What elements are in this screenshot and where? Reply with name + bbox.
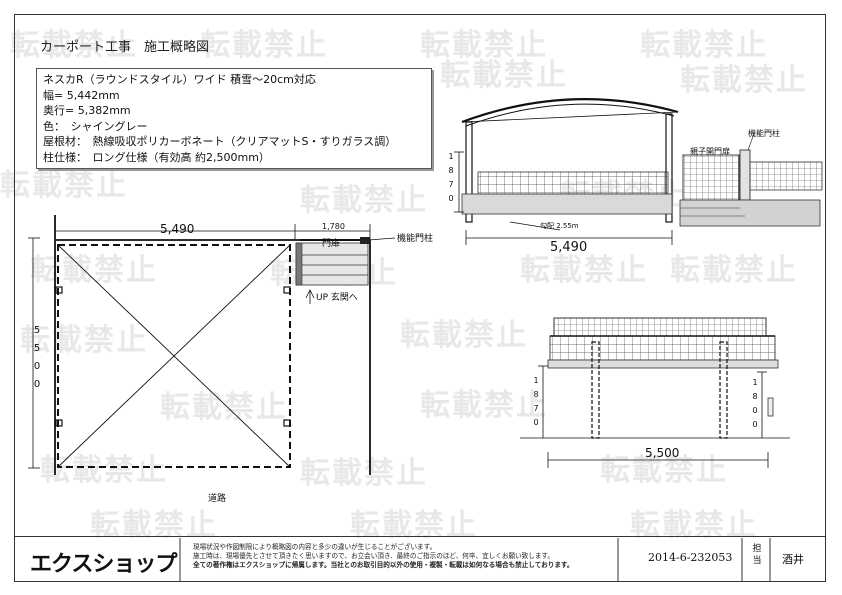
document-number: 2014-6-232053	[648, 551, 733, 564]
pillar-mark	[360, 237, 370, 244]
up-arrow-icon	[305, 289, 315, 304]
side-height-dimension: 1870	[448, 152, 454, 203]
person-in-charge-label: 担当	[752, 544, 762, 566]
footer-notes: 現場状況や作図制限により概略図の内容と多少の違いが生じることがございます。 施工…	[193, 543, 613, 570]
plan-width-dimension: 5,490	[160, 222, 195, 236]
spec-line-depth: 奥行= 5,382mm	[43, 104, 131, 117]
footer-note: 施工時は、現場優先とさせて頂きたく思いますので、お立会い頂き、最終のご指示のほど…	[193, 552, 554, 560]
side-width-dimension: 5,490	[550, 240, 588, 255]
gate-label: 門扉	[322, 239, 341, 249]
spec-line-pillar: 柱仕様： ロング仕様（有効高 約2,500mm）	[43, 150, 270, 164]
spec-line-width: 幅= 5,442mm	[43, 88, 120, 102]
front-width-dimension: 5,500	[645, 446, 680, 460]
side-pillar-label: 機能門柱	[748, 129, 780, 138]
spec-line-color: 色： シャイングレー	[43, 119, 148, 133]
spec-line-roof: 屋根材： 熱線吸収ポリカーボネート（クリアマットS・すりガラス調）	[43, 135, 397, 148]
front-view	[520, 317, 790, 468]
front-height-right-dimension: 1800	[752, 378, 758, 429]
side-gate-label: 親子開門扉	[690, 147, 730, 156]
title-block	[14, 536, 826, 582]
plan-gate-dimension: 1,780	[322, 222, 345, 231]
plan-view	[28, 215, 396, 475]
entrance-steps	[295, 242, 369, 286]
footer-note: 現場状況や作図制限により概略図の内容と多少の違いが生じることがございます。	[193, 543, 437, 551]
pillar-label: 機能門柱	[397, 234, 434, 244]
road-label: 道路	[208, 494, 227, 504]
spec-box: ネスカR（ラウンドスタイル）ワイド 積雪～20cm対応 幅= 5,442mm 奥…	[36, 68, 432, 169]
plan-depth-dimension: 5500	[33, 325, 41, 390]
drawing-sheet-border	[14, 14, 826, 582]
person-in-charge: 酒井	[782, 553, 804, 566]
side-view	[454, 98, 823, 245]
entrance-label: UP 玄関へ	[316, 293, 358, 303]
spec-line-product: ネスカR（ラウンドスタイル）ワイド 積雪～20cm対応	[43, 73, 316, 86]
company-logo: エクスショップ	[30, 552, 177, 577]
footer-note: 全ての著作権はエクスショップに帰属します。当社とのお取引目的以外の使用・複製・転…	[193, 561, 574, 569]
drawing-title: カーポート工事 施工概略図	[40, 40, 210, 55]
slope-label: 勾配 2.55m	[540, 222, 579, 230]
front-height-left-dimension: 1870	[533, 376, 539, 427]
